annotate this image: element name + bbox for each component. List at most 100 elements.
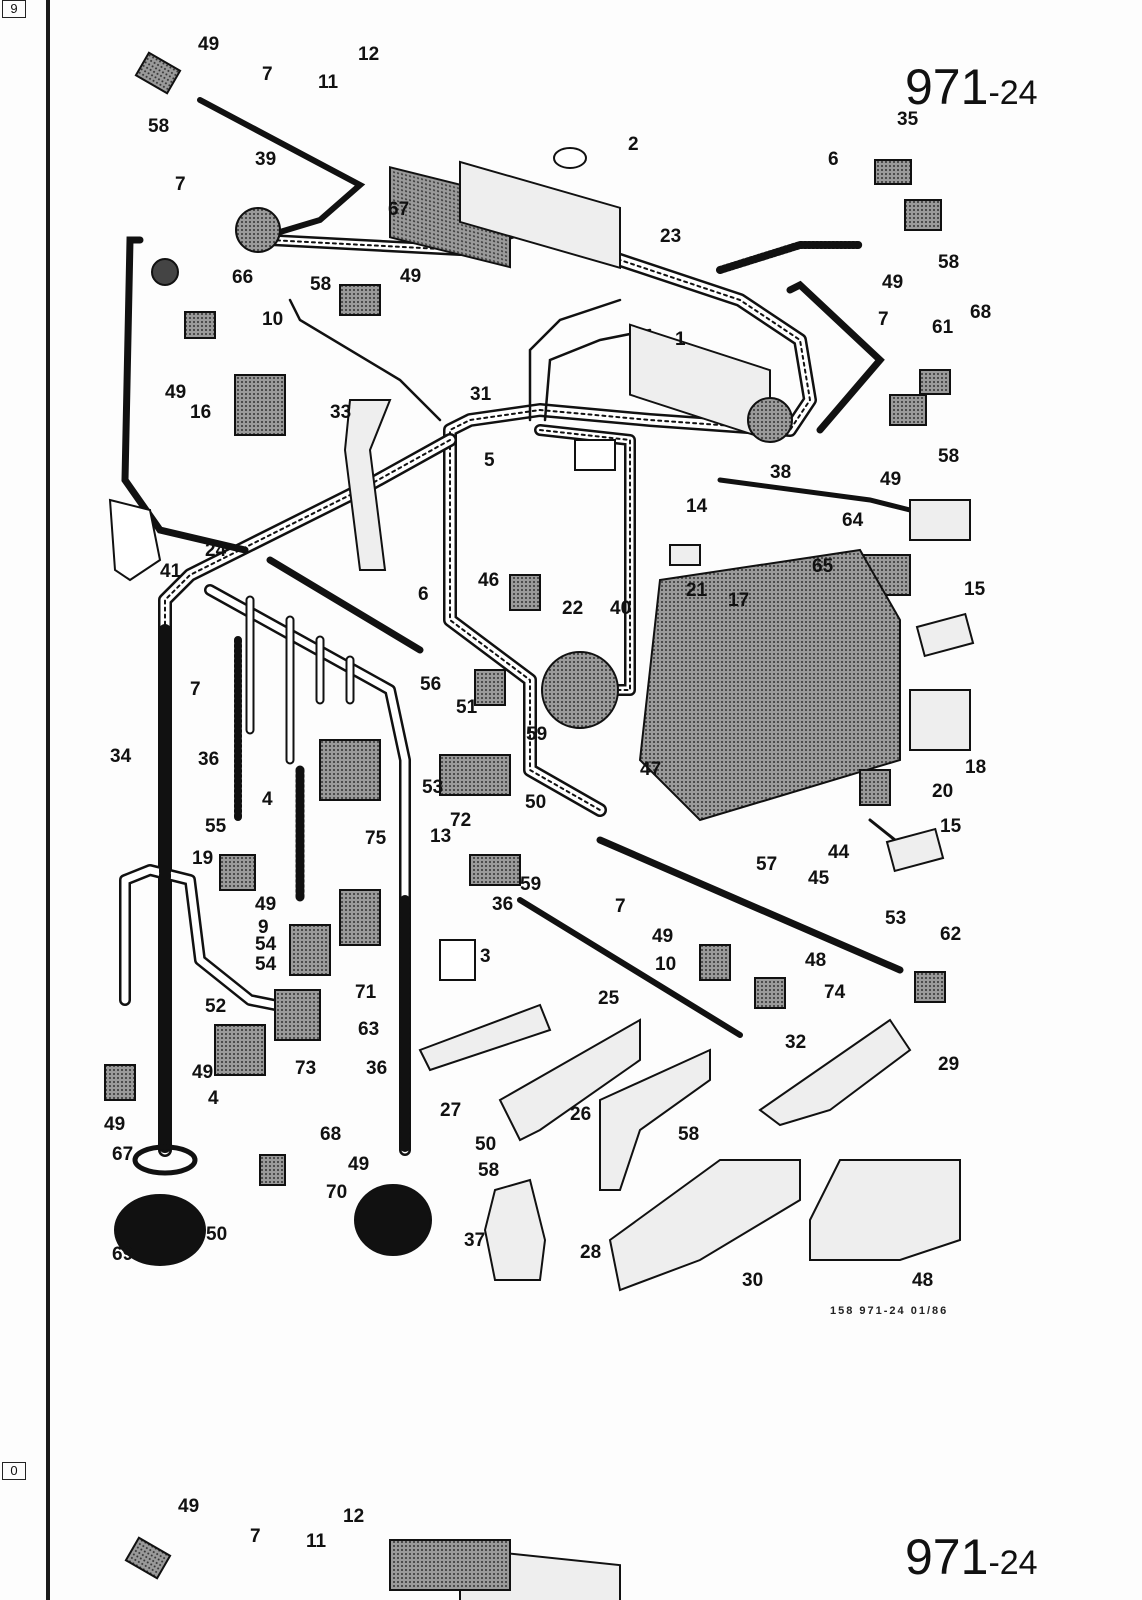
part-callout-66: 66	[232, 267, 253, 288]
black-cable-top	[197, 97, 366, 238]
part-callout-18: 18	[965, 757, 986, 778]
next-plate-number: 971-24	[905, 1528, 1038, 1586]
connector-64	[909, 499, 971, 541]
part-callout-48: 48	[912, 1270, 933, 1291]
box-30	[809, 1159, 961, 1261]
connector-58-right2	[889, 394, 927, 426]
next-part-callout-11: 11	[306, 1531, 327, 1552]
part-callout-10: 10	[655, 954, 676, 975]
connector-74	[754, 977, 786, 1009]
part-callout-19: 19	[192, 848, 213, 869]
part-callout-23: 23	[660, 226, 681, 247]
black-cable-right	[786, 280, 885, 434]
preview-connector-58	[124, 1536, 172, 1580]
part-callout-7: 7	[878, 309, 889, 330]
connector-58-top-left	[134, 51, 182, 95]
coiled-cables	[121, 97, 922, 1156]
part-callout-50: 50	[206, 1224, 227, 1245]
part-callout-58: 58	[478, 1160, 499, 1181]
connector-15-bottom	[885, 827, 945, 873]
duct-26	[599, 1048, 711, 1191]
speaker-70	[354, 1184, 432, 1256]
speaker-69	[114, 1194, 206, 1266]
part-callout-37: 37	[464, 1230, 485, 1251]
part-callout-4: 4	[262, 789, 273, 810]
part-callout-6: 6	[828, 149, 839, 170]
part-callout-54: 54	[255, 934, 277, 955]
cable-31	[288, 298, 442, 422]
part-callout-7: 7	[262, 64, 273, 85]
connector-58-center	[474, 669, 506, 706]
part-callout-24: 24	[205, 540, 227, 561]
cable-1b	[543, 328, 652, 422]
connector-10-upper	[184, 311, 216, 339]
connector-18	[909, 689, 971, 751]
bracket-41	[108, 498, 162, 582]
part-callout-68: 68	[970, 302, 991, 323]
part-callout-58: 58	[148, 116, 169, 137]
ring-48	[132, 1144, 198, 1176]
part-callout-50: 50	[475, 1134, 496, 1155]
part-callout-59: 59	[526, 724, 547, 745]
part-callout-45: 45	[808, 868, 830, 889]
black-cable-64	[717, 477, 913, 513]
relay-75	[319, 739, 381, 801]
plate-number-suffix: -24	[988, 74, 1038, 112]
part-callout-49: 49	[652, 926, 673, 947]
part-callout-14: 14	[686, 496, 708, 517]
next-part-callout-49: 49	[178, 1496, 199, 1517]
part-callout-44: 44	[828, 842, 850, 863]
part-callout-7: 7	[615, 896, 626, 917]
part-callout-22: 22	[562, 598, 583, 619]
part-callout-36: 36	[366, 1058, 387, 1079]
part-callout-57: 57	[756, 854, 777, 875]
grommet-40	[541, 651, 619, 729]
part-callout-50: 50	[525, 792, 546, 813]
part-callout-65: 65	[812, 556, 834, 577]
binder-margin-line	[46, 0, 50, 1600]
components	[104, 51, 975, 1292]
junction-38	[747, 397, 793, 443]
part-callout-7: 7	[175, 174, 186, 195]
next-plate-number-main: 971	[905, 1529, 989, 1585]
part-callout-25: 25	[598, 988, 620, 1009]
connector-35	[874, 159, 912, 185]
part-callout-17: 17	[728, 590, 749, 611]
part-callout-53: 53	[885, 908, 906, 929]
connector-19	[219, 854, 256, 891]
clip-5	[574, 439, 616, 471]
part-callout-62: 62	[940, 924, 961, 945]
footer-code: 158 971-24 01/86	[830, 1305, 949, 1317]
plate-number-main: 971	[905, 59, 989, 115]
grommet-66	[151, 258, 179, 286]
connector-10-lower	[699, 944, 731, 981]
part-callout-54: 54	[255, 954, 277, 975]
black-cable-32	[517, 897, 743, 1038]
switch-72	[439, 754, 511, 796]
relay-73	[214, 1024, 266, 1076]
connector-58-lower-left	[104, 1064, 136, 1101]
part-callout-4: 4	[208, 1088, 219, 1109]
part-callout-2: 2	[628, 134, 639, 155]
part-callout-35: 35	[897, 109, 919, 130]
connector-15-top	[915, 612, 975, 658]
part-callout-72: 72	[450, 810, 471, 831]
part-callout-59: 59	[520, 874, 541, 895]
part-callout-33: 33	[330, 402, 351, 423]
plate-number: 971-24	[905, 58, 1038, 116]
relay-9	[289, 924, 331, 976]
relay-63	[274, 989, 321, 1041]
part-callout-49: 49	[255, 894, 276, 915]
connector-58-right	[904, 199, 942, 231]
part-callout-38: 38	[770, 462, 791, 483]
part-callout-47: 47	[640, 759, 661, 780]
part-callout-64: 64	[842, 510, 864, 531]
part-callout-30: 30	[742, 1270, 763, 1291]
part-callout-70: 70	[326, 1182, 347, 1203]
part-callout-6: 6	[418, 584, 429, 605]
junction-39	[235, 207, 281, 253]
black-cable-7-lower	[596, 836, 904, 974]
